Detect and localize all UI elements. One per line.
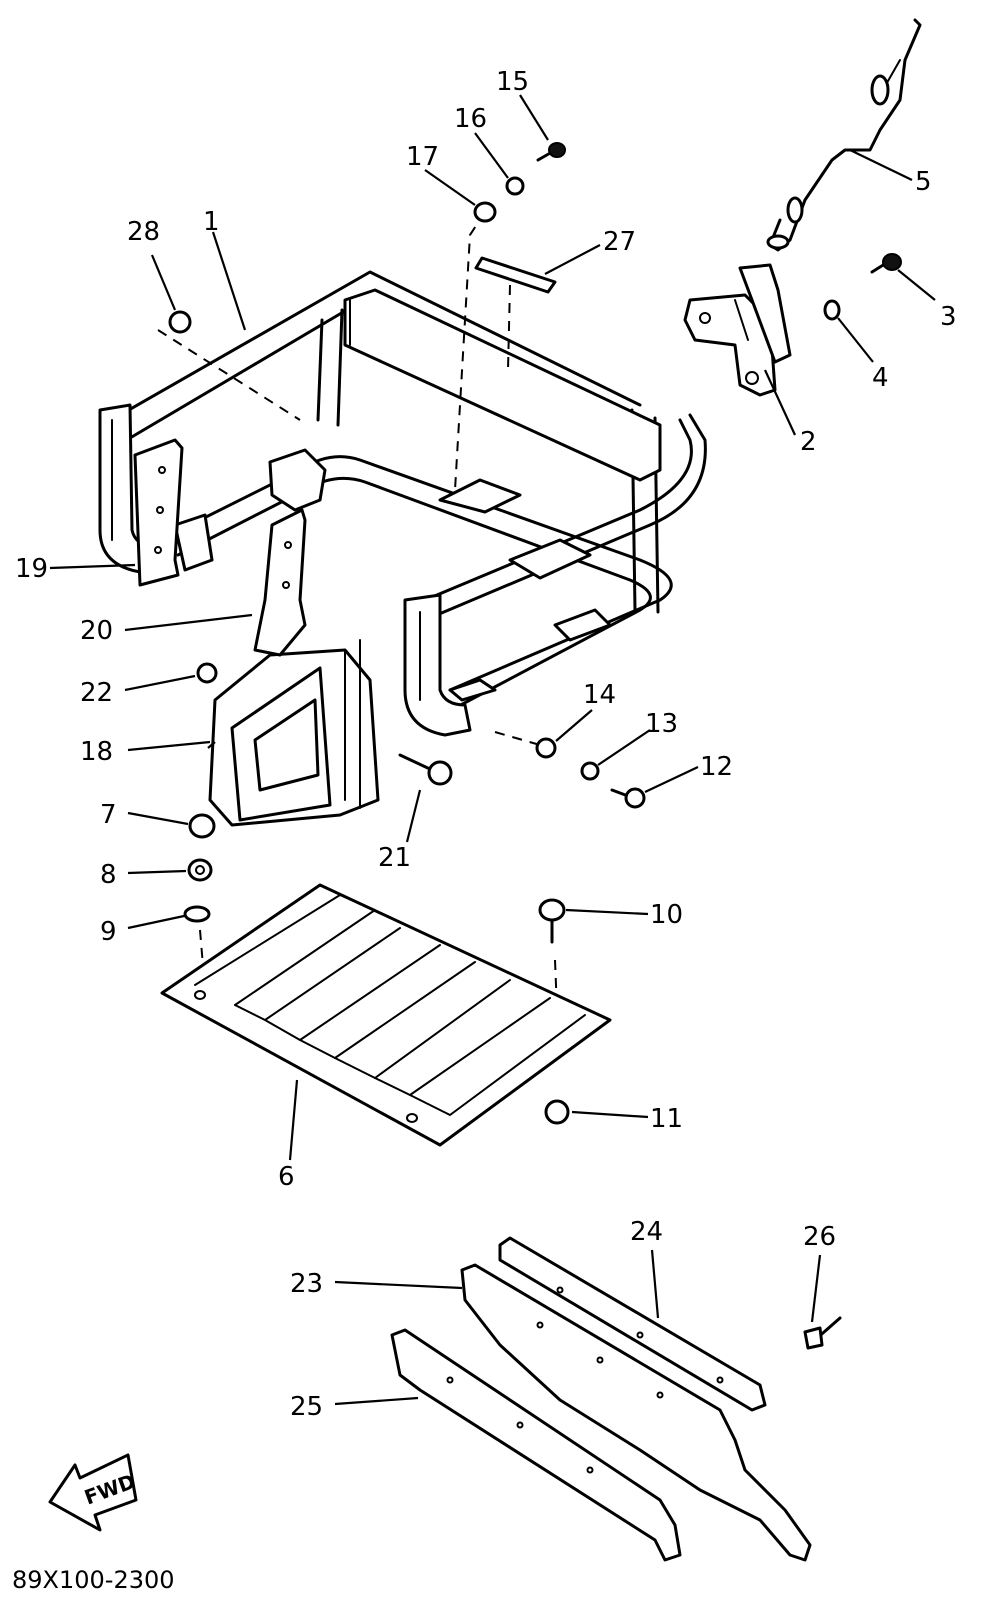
label-part-24: 24 — [630, 1217, 663, 1247]
label-part-17: 17 — [406, 142, 439, 172]
plate-part-25 — [390, 1328, 682, 1562]
label-part-26: 26 — [803, 1222, 836, 1252]
label-part-2: 2 — [800, 427, 817, 457]
label-part-10: 10 — [650, 900, 683, 930]
washer-part-9 — [183, 905, 211, 923]
side-bracket-part-20 — [253, 508, 307, 657]
label-part-23: 23 — [290, 1269, 323, 1299]
nut-part-28 — [168, 310, 192, 334]
label-part-1: 1 — [203, 207, 220, 237]
label-part-3: 3 — [940, 302, 957, 332]
nut-part-16 — [505, 176, 525, 196]
latch-cable-part-5 — [766, 18, 922, 252]
label-part-25: 25 — [290, 1392, 323, 1422]
label-part-6: 6 — [278, 1162, 295, 1192]
rear-frame-part-1 — [98, 270, 707, 737]
label-part-18: 18 — [80, 737, 113, 767]
label-part-16: 16 — [454, 104, 487, 134]
label-part-8: 8 — [100, 860, 117, 890]
label-part-12: 12 — [700, 752, 733, 782]
label-part-4: 4 — [872, 363, 889, 393]
floor-board-part-6 — [160, 883, 612, 1147]
plate-part-24 — [498, 1236, 767, 1412]
bracket-assembly-part-18 — [208, 639, 380, 827]
label-part-7: 7 — [100, 800, 117, 830]
label-part-5: 5 — [915, 167, 932, 197]
bolt-part-12 — [610, 787, 646, 809]
nut-part-22 — [196, 662, 218, 684]
latch-part-2 — [683, 263, 792, 397]
nut-part-8 — [187, 858, 213, 882]
bolt-part-21 — [398, 753, 453, 786]
label-part-19: 19 — [15, 554, 48, 584]
washer-part-14 — [535, 737, 557, 759]
bolt-part-15 — [536, 142, 566, 162]
diagram-code: 89X100-2300 — [12, 1566, 175, 1594]
washer-part-4 — [823, 299, 841, 321]
fastener-part-3 — [870, 253, 902, 274]
label-part-22: 22 — [80, 678, 113, 708]
label-plate-part-27 — [474, 256, 557, 294]
bolt-part-10 — [538, 898, 566, 944]
nut-part-13 — [580, 761, 600, 781]
label-part-15: 15 — [496, 67, 529, 97]
label-part-13: 13 — [645, 709, 678, 739]
clip-part-26 — [803, 1316, 842, 1350]
label-part-9: 9 — [100, 917, 117, 947]
nut-part-7 — [188, 813, 216, 839]
plate-part-23 — [460, 1263, 812, 1562]
nut-part-11 — [544, 1099, 570, 1125]
forward-arrow-icon: FWD — [48, 1453, 138, 1532]
part-number-labels: 1 2 3 4 5 6 7 8 9 10 11 12 13 14 15 16 1… — [15, 67, 957, 1422]
side-bracket-part-19 — [133, 438, 184, 587]
label-part-11: 11 — [650, 1104, 683, 1134]
leader-lines — [49, 94, 936, 1406]
label-part-20: 20 — [80, 616, 113, 646]
label-part-27: 27 — [603, 227, 636, 257]
label-part-21: 21 — [378, 843, 411, 873]
washer-part-17 — [473, 201, 497, 223]
label-part-14: 14 — [583, 680, 616, 710]
label-part-28: 28 — [127, 217, 160, 247]
